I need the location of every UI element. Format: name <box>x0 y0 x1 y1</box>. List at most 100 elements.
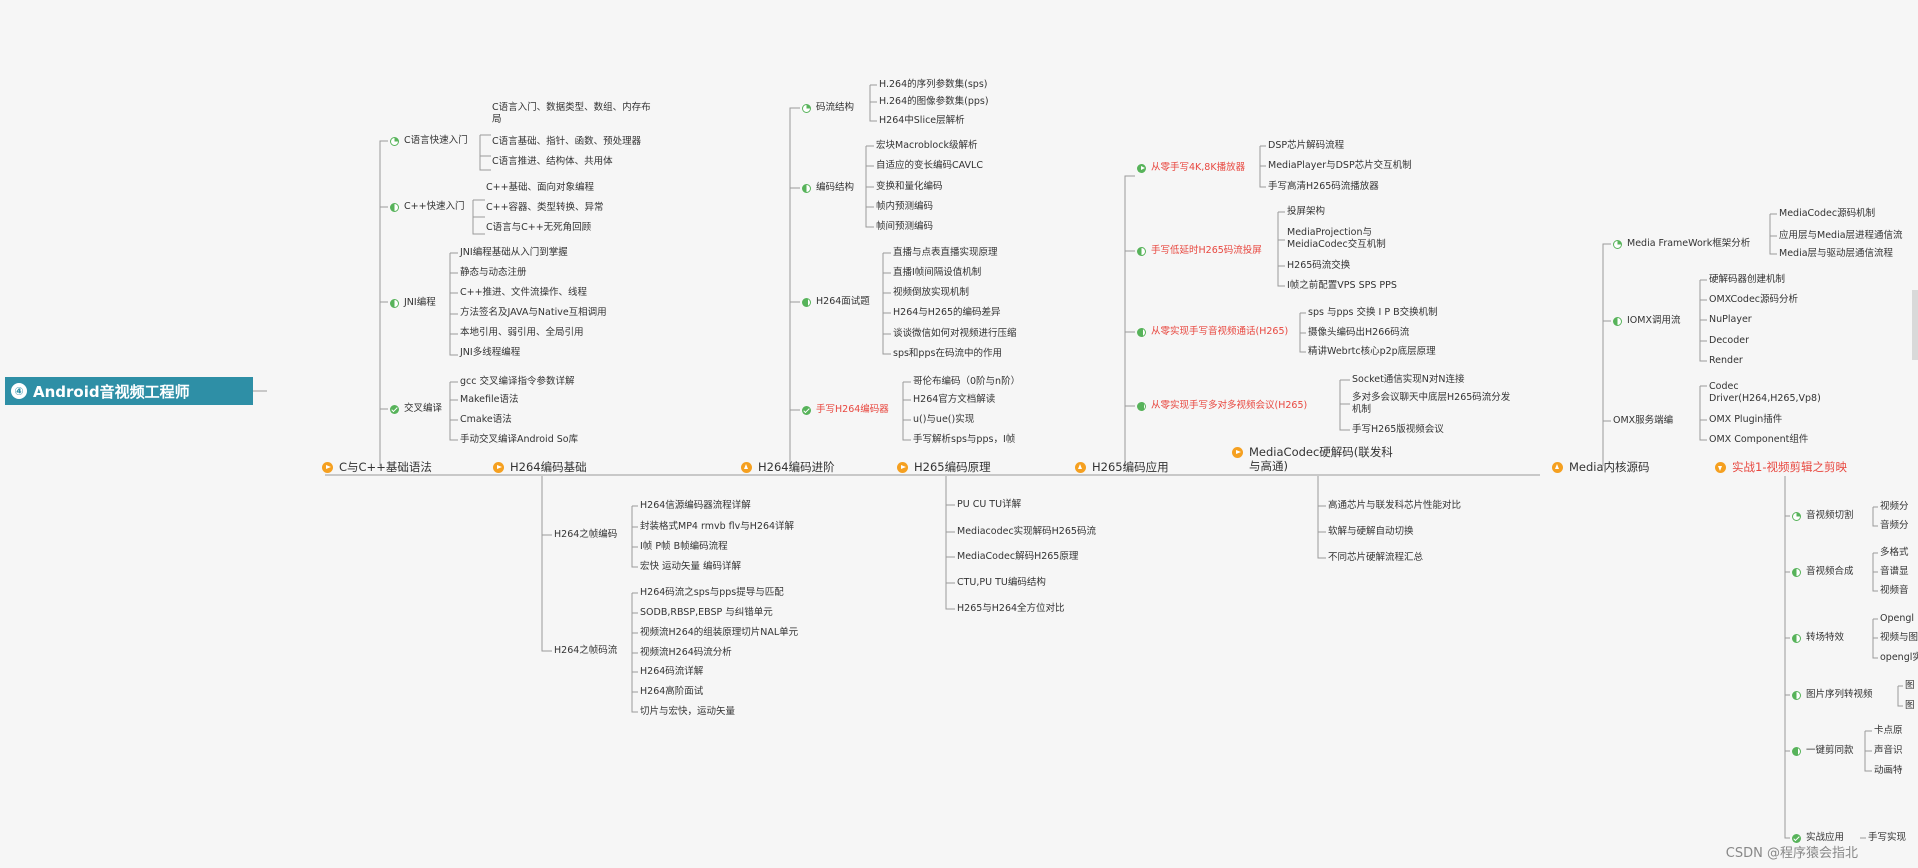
topic-item: H.264的图像参数集(pps) <box>879 96 989 107</box>
topic-item: H264中Slice层解析 <box>879 115 965 126</box>
topic-item: 多格式 <box>1880 547 1909 558</box>
main-topic-h264-basic[interactable]: H264编码基础 <box>493 460 587 474</box>
main-topic-h265-app[interactable]: H265编码应用 <box>1075 460 1169 474</box>
topic-item: I帧之前配置VPS SPS PPS <box>1287 280 1397 291</box>
check-icon <box>1792 833 1801 843</box>
progress-quarter-icon <box>1613 239 1622 249</box>
topic-item: OMX Component组件 <box>1709 434 1809 445</box>
topic-item: gcc 交叉编译指令参数详解 <box>460 376 575 387</box>
topic-item: H265与H264全方位对比 <box>957 603 1065 614</box>
topic-item: 视频流H264的组装原理切片NAL单元 <box>640 627 799 638</box>
topic-item: 切片与宏快，运动矢量 <box>640 706 736 717</box>
subtopic-av-merge[interactable]: 音视频合成 <box>1792 566 1854 578</box>
subtopic-transition-effects[interactable]: 转场特效 <box>1792 632 1844 644</box>
subtopic-cross-compile[interactable]: 交叉编译 <box>390 403 442 415</box>
subtopic-h264-frame-encode[interactable]: H264之帧编码 <box>554 529 618 540</box>
subtopic-h264-interview[interactable]: H264面试题 <box>802 296 870 308</box>
topic-item: 静态与动态注册 <box>460 267 527 278</box>
subtopic-omx-server[interactable]: OMX服务端编 <box>1613 415 1674 426</box>
orange-arrow-icon <box>322 461 333 473</box>
main-topic-h265-principle[interactable]: H265编码原理 <box>897 460 991 474</box>
topic-item: 应用层与Media层进程通信流 <box>1779 230 1903 241</box>
topic-item: 谈谈微信如何对视频进行压缩 <box>893 328 1017 339</box>
progress-icon <box>1792 746 1801 756</box>
topic-item: I帧 P帧 B帧编码流程 <box>640 541 728 552</box>
subtopic-image-sequence-to-video[interactable]: 图片序列转视频 <box>1792 689 1873 701</box>
subtopic-h264-frame-stream[interactable]: H264之帧码流 <box>554 645 618 656</box>
progress-half-icon <box>1792 690 1801 700</box>
topic-item: 硬解码器创建机制 <box>1709 274 1786 285</box>
subtopic-cpp-quickstart[interactable]: C++快速入门 <box>390 201 465 213</box>
check-icon <box>390 404 399 414</box>
topic-item: 软解与硬解自动切换 <box>1328 526 1414 537</box>
subtopic-bitstream-structure[interactable]: 码流结构 <box>802 102 854 114</box>
topic-item: 手写实现 <box>1868 832 1907 843</box>
topic-item: SODB,RBSP,EBSP 与纠错单元 <box>640 607 773 618</box>
topic-item: 哥伦布编码（0阶与n阶） <box>913 376 1021 387</box>
topic-item: u()与ue()实现 <box>913 414 975 425</box>
topic-item: JNI多线程编程 <box>460 347 521 358</box>
main-topic-c-cpp[interactable]: C与C++基础语法 <box>322 460 432 474</box>
topic-item: 封装格式MP4 rmvb flv与H264详解 <box>640 521 795 532</box>
progress-half-icon <box>802 183 811 193</box>
topic-item: H264信源编码器流程详解 <box>640 500 751 511</box>
topic-item: C语言推进、结构体、共用体 <box>492 156 613 167</box>
subtopic-handwrite-h264-encoder[interactable]: 手写H264编码器 <box>802 404 889 416</box>
subtopic-low-latency-cast[interactable]: 手写低延时H265码流投屏 <box>1137 245 1262 257</box>
topic-item: 动画特 <box>1874 765 1903 776</box>
topic-item: MediaCodec解码H265原理 <box>957 551 1079 562</box>
topic-item: sps和pps在码流中的作用 <box>893 348 1002 359</box>
root-topic[interactable]: ④ Android音视频工程师 <box>5 377 253 405</box>
topic-item: opengl实 <box>1880 652 1918 663</box>
topic-item: 手写高清H265码流播放器 <box>1268 181 1379 192</box>
topic-item: 音谱显 <box>1880 566 1909 577</box>
topic-item: 摄像头编码出H266码流 <box>1308 327 1410 338</box>
orange-arrow-icon <box>897 461 908 473</box>
vertical-scrollbar[interactable] <box>1912 290 1918 360</box>
subtopic-iomx[interactable]: IOMX调用流 <box>1613 315 1680 327</box>
orange-arrow-icon <box>1075 461 1086 473</box>
main-topic-mediacodec[interactable]: MediaCodec硬解码(联发科与高通) <box>1232 445 1402 473</box>
topic-item: Makefile语法 <box>460 394 519 405</box>
subtopic-4k8k-player[interactable]: 从零手写4K,8K播放器 <box>1137 162 1245 174</box>
topic-item: Cmake语法 <box>460 414 512 425</box>
topic-item: OMXCodec源码分析 <box>1709 294 1799 305</box>
topic-item: H264与H265的编码差异 <box>893 307 1001 318</box>
topic-item: 变换和量化编码 <box>876 181 943 192</box>
topic-item: H264高阶面试 <box>640 686 704 697</box>
topic-item: Render <box>1709 355 1743 366</box>
topic-item: H.264的序列参数集(sps) <box>879 79 988 90</box>
topic-item: 不同芯片硬解流程汇总 <box>1328 552 1424 563</box>
subtopic-av-call[interactable]: 从零实现手写音视频通话(H265) <box>1137 326 1288 338</box>
orange-arrow-icon <box>1552 461 1563 473</box>
topic-item: MediaPlayer与DSP芯片交互机制 <box>1268 160 1412 171</box>
topic-item: NuPlayer <box>1709 314 1752 325</box>
subtopic-media-framework[interactable]: Media FrameWork框架分析 <box>1613 238 1750 250</box>
main-topic-capcut[interactable]: 实战1-视频剪辑之剪映 <box>1715 460 1847 474</box>
subtopic-c-quickstart[interactable]: C语言快速入门 <box>390 135 468 147</box>
subtopic-one-click-template[interactable]: 一键剪同款 <box>1792 745 1854 757</box>
topic-item: 宏快 运动矢量 编码详解 <box>640 561 742 572</box>
subtopic-av-cut[interactable]: 音视频切割 <box>1792 510 1854 522</box>
progress-icon <box>802 297 811 307</box>
main-topic-media-kernel[interactable]: Media内核源码 <box>1552 460 1650 474</box>
progress-half-icon <box>1792 633 1801 643</box>
main-topic-h264-advanced[interactable]: H264编码进阶 <box>741 460 835 474</box>
topic-item: H265码流交换 <box>1287 260 1351 271</box>
subtopic-jni[interactable]: JNI编程 <box>390 297 436 309</box>
topic-item: CTU,PU TU编码结构 <box>957 577 1046 588</box>
topic-item: H264官方文档解读 <box>913 394 996 405</box>
subtopic-encoding-structure[interactable]: 编码结构 <box>802 182 854 194</box>
topic-item: 视频分 <box>1880 501 1909 512</box>
subtopic-video-conference[interactable]: 从零实现手写多对多视频会议(H265) <box>1137 400 1307 412</box>
topic-item: 投屏架构 <box>1287 206 1326 217</box>
topic-item: 卡点原 <box>1874 725 1903 736</box>
orange-arrow-icon <box>741 461 752 473</box>
topic-item: 视频音 <box>1880 585 1909 596</box>
topic-item: 手写解析sps与pps，I帧 <box>913 434 1016 445</box>
topic-item: 直播I帧间隔设值机制 <box>893 267 982 278</box>
topic-item: C语言与C++无死角回顾 <box>486 222 592 233</box>
topic-item: Mediacodec实现解码H265码流 <box>957 526 1096 537</box>
subtopic-practical-application[interactable]: 实战应用 <box>1792 832 1844 844</box>
topic-item: 手动交叉编译Android So库 <box>460 434 579 445</box>
